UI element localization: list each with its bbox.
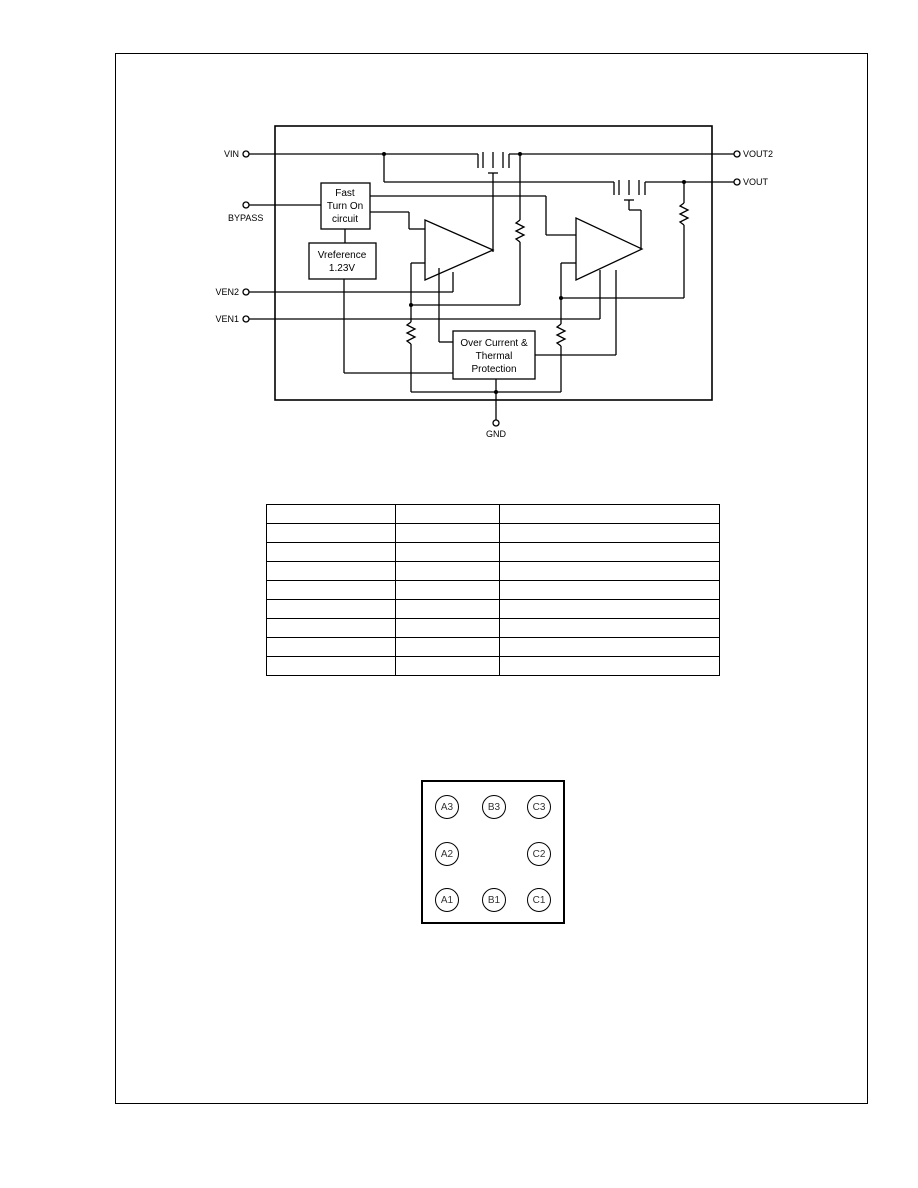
vreference-line-1: Vreference (318, 250, 367, 261)
table-row (266, 504, 720, 524)
label-vout2: VOUT2 (743, 149, 773, 159)
table-row (266, 523, 720, 543)
bump-a1: A1 (435, 888, 459, 912)
table-row (266, 618, 720, 638)
protection-line-3: Protection (471, 364, 516, 375)
pin-bypass (242, 201, 250, 209)
vreference-block (308, 242, 377, 280)
bump-map: A3 B3 C3 A2 C2 A1 B1 C1 (421, 780, 565, 924)
pin-ven2 (242, 288, 250, 296)
table-cell (266, 656, 396, 676)
table-cell (266, 580, 396, 600)
table-cell (395, 637, 500, 657)
label-gnd: GND (486, 429, 507, 439)
fast-turn-on-line-3: circuit (332, 214, 358, 225)
bump-c3: C3 (527, 795, 551, 819)
fast-turn-on-line-1: Fast (335, 188, 355, 199)
bump-c2: C2 (527, 842, 551, 866)
table-cell (499, 618, 720, 638)
table-cell (395, 656, 500, 676)
pin-ven1 (242, 315, 250, 323)
label-vin: VIN (224, 149, 239, 159)
table-cell (266, 561, 396, 581)
table-row (266, 656, 720, 676)
error-amplifier-1 (424, 219, 495, 281)
table-row (266, 580, 720, 600)
table-cell (395, 523, 500, 543)
table-cell (499, 580, 720, 600)
bump-a2: A2 (435, 842, 459, 866)
table-cell (499, 561, 720, 581)
table-cell (266, 523, 396, 543)
bump-a3: A3 (435, 795, 459, 819)
label-ven2: VEN2 (215, 287, 239, 297)
table-cell (499, 504, 720, 524)
bump-b3: B3 (482, 795, 506, 819)
table-cell (499, 656, 720, 676)
table-cell (266, 542, 396, 562)
table-row (266, 561, 720, 581)
pin-vout2 (733, 150, 741, 158)
page-frame (115, 53, 868, 1104)
label-bypass: BYPASS (228, 213, 263, 223)
pin-vout (733, 178, 741, 186)
fast-turn-on-line-2: Turn On (327, 201, 363, 212)
table-row (266, 599, 720, 619)
table-cell (499, 542, 720, 562)
label-vout: VOUT (743, 177, 769, 187)
table-cell (266, 637, 396, 657)
table-cell (395, 618, 500, 638)
pin-gnd (492, 419, 500, 427)
vreference-line-2: 1.23V (329, 263, 355, 274)
block-diagram: VIN VOUT2 VOUT BYPASS VEN2 VEN1 GND Fast… (215, 125, 773, 439)
table-cell (395, 580, 500, 600)
pin-vin (242, 150, 250, 158)
table-cell (499, 637, 720, 657)
pin-table (266, 504, 720, 676)
table-cell (499, 523, 720, 543)
protection-line-1: Over Current & (460, 338, 528, 349)
table-cell (266, 599, 396, 619)
bump-c1: C1 (527, 888, 551, 912)
table-row (266, 542, 720, 562)
chip-outline (274, 125, 713, 401)
table-cell (395, 599, 500, 619)
table-cell (266, 618, 396, 638)
table-row (266, 637, 720, 657)
label-ven1: VEN1 (215, 314, 239, 324)
table-cell (499, 599, 720, 619)
error-amplifier-2 (575, 216, 644, 282)
table-cell (395, 561, 500, 581)
table-cell (395, 542, 500, 562)
protection-line-2: Thermal (476, 351, 513, 362)
table-cell (266, 504, 396, 524)
bump-b1: B1 (482, 888, 506, 912)
table-cell (395, 504, 500, 524)
